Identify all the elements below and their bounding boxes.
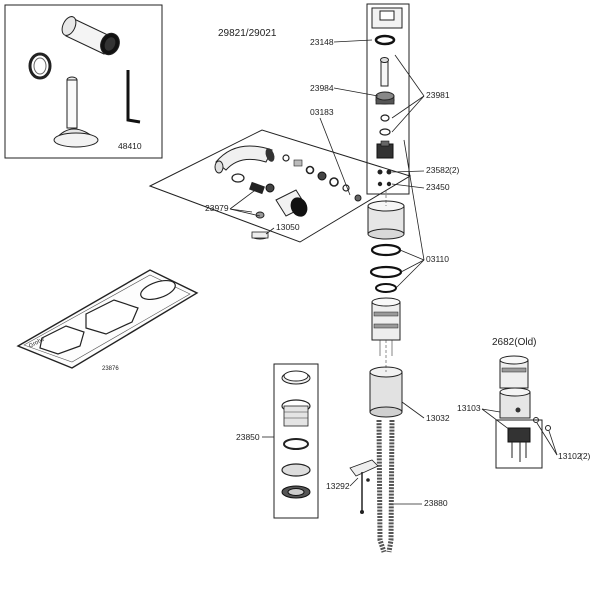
cartridge-part[interactable] [371,297,401,356]
valve-element-part[interactable] [376,140,394,159]
spout-part[interactable] [214,145,276,174]
supply-hoses-part[interactable] [376,419,395,553]
part-label-03183: 03183 [310,107,334,117]
old-screw-part-2[interactable] [545,425,551,431]
top-cap-part[interactable] [371,7,403,29]
spout-assembly [148,129,412,243]
part-label-03110: 03110 [426,254,449,264]
qty-23582: (2) [449,165,460,175]
part-label-23450: 23450 [426,182,450,192]
part-label-23876: 23876 [102,366,119,372]
nut-part[interactable] [377,181,383,187]
screw-part[interactable] [377,169,383,175]
part-label-23148: 23148 [310,37,334,47]
drain-washer-part[interactable] [281,463,311,477]
part-label-23981: 23981 [426,90,450,100]
faucet-body-assembly [366,3,410,553]
base-plate-part[interactable] [16,269,199,369]
old-valve-part[interactable] [507,427,531,462]
old-model-assembly [495,355,551,469]
lift-rod-part[interactable] [349,459,379,514]
part-label-13050: 13050 [276,222,300,232]
old-cartridge-part[interactable] [499,355,529,389]
spout-small-parts[interactable] [282,154,362,202]
part-label-13102: 13102 [558,451,582,461]
small-ring-part-2[interactable] [379,128,391,136]
screw-part-2[interactable] [386,169,392,175]
diagram-title: 29821/29021 [218,28,277,39]
cap-cylinder-part[interactable] [59,14,122,57]
body-cylinder-part[interactable] [367,200,405,240]
hex-key-part[interactable] [126,70,141,124]
part-label-13103: 13103 [457,403,481,413]
old-detail-box [495,419,543,469]
small-ring-part[interactable] [380,114,390,122]
nut-part-2[interactable] [386,181,392,187]
bearing-part[interactable] [375,91,395,105]
shank-part[interactable] [369,366,403,418]
o-ring-03110-b[interactable] [369,265,403,279]
part-label-23582: 23582 [426,165,450,175]
drain-nut-part[interactable] [281,485,311,499]
o-ring-part[interactable] [374,34,396,46]
drain-assembly-box [273,363,319,519]
aerator-part[interactable] [231,173,275,219]
stem-tool-part[interactable] [53,76,99,148]
cup-part-13050[interactable] [251,231,269,240]
drain-stopper-part[interactable] [281,370,311,385]
handle-part[interactable] [275,189,310,219]
drain-flange-part[interactable] [281,399,311,427]
o-ring-03110-a[interactable] [370,243,402,257]
old-shank-part[interactable] [499,387,531,419]
qty-13102: (2) [580,451,591,461]
accessory-box-48410: 48410 [4,4,163,159]
part-label-13032: 13032 [426,413,450,423]
part-label-23850: 23850 [236,432,260,442]
part-label-23880: 23880 [424,498,448,508]
old-model-title: 2682(Old) [492,337,536,348]
part-label-48410: 48410 [118,141,142,151]
drain-gasket-part[interactable] [283,438,309,450]
part-label-13292: 13292 [326,481,350,491]
o-ring-03110-c[interactable] [375,283,397,293]
pin-part[interactable] [380,57,389,87]
part-label-23979: 23979 [205,203,229,213]
old-screw-part[interactable] [533,417,539,423]
part-label-23984: 23984 [310,83,334,93]
split-ring-part[interactable] [28,52,52,80]
